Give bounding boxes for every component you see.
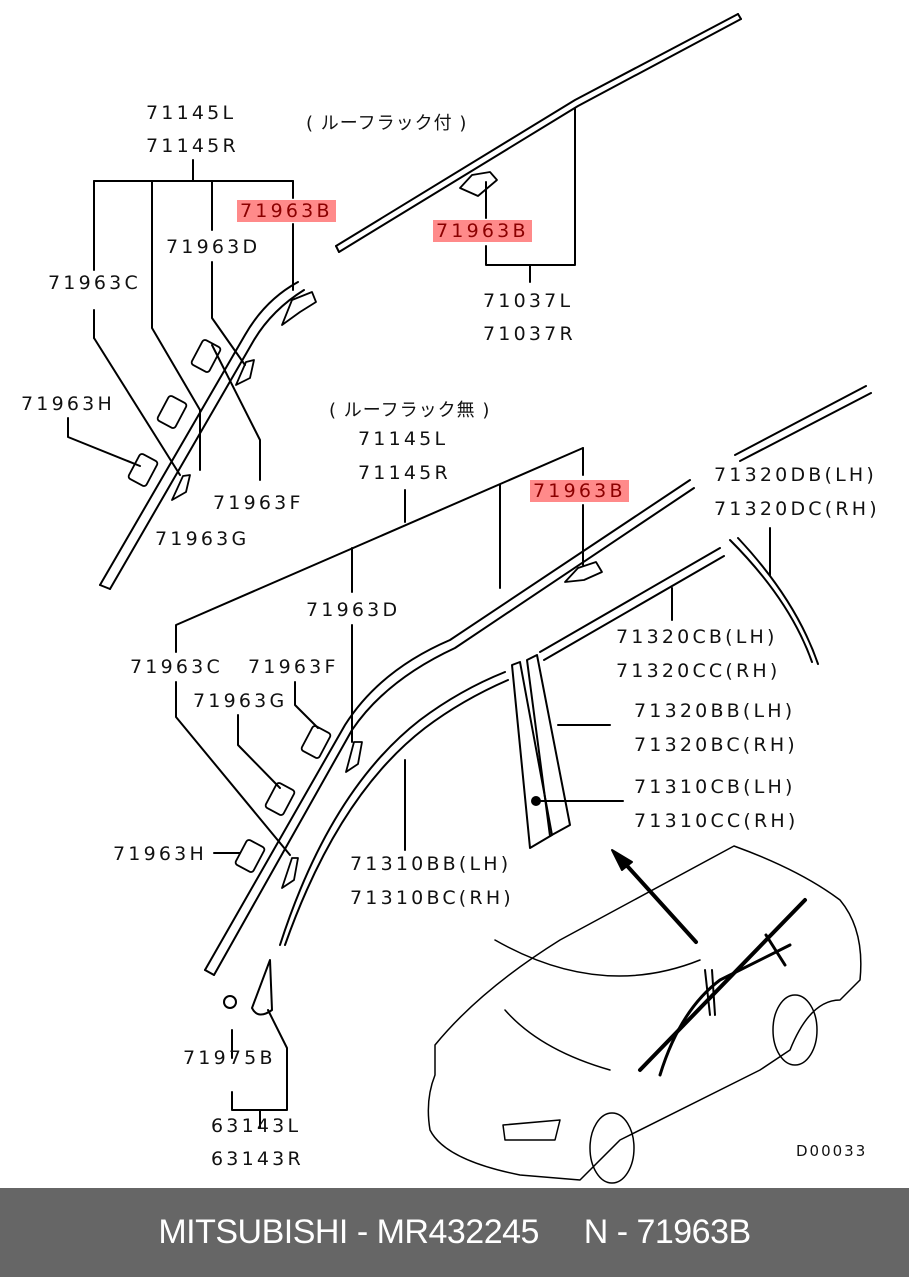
leader-lines-top-left — [67, 159, 294, 481]
label-71963f-top: 71963F — [213, 492, 304, 514]
label-71310bc: 71310BC(RH) — [350, 887, 514, 909]
label-71963b-highlight-2[interactable]: 71963B — [433, 220, 532, 242]
note-with-roof-rack: ( ルーフラック付 ) — [306, 113, 468, 134]
roof-molding-middle — [204, 385, 872, 976]
leader-lines-rack — [485, 107, 576, 283]
label-71037l: 71037L — [483, 290, 574, 312]
footer-bar: MITSUBISHI - MR432245 N - 71963B — [0, 1188, 909, 1277]
b-pillar-strips — [511, 654, 571, 849]
label-71963h-mid: 71963H — [113, 843, 207, 865]
footer-brand: MITSUBISHI — [158, 1213, 348, 1251]
car-outline — [427, 845, 862, 1184]
label-71145r-mid: 71145R — [358, 462, 451, 484]
label-71320cb: 71320CB(LH) — [616, 626, 778, 648]
label-71145l-mid: 71145L — [358, 428, 449, 450]
label-71963c-top: 71963C — [48, 272, 141, 294]
label-71320bb: 71320BB(LH) — [634, 700, 796, 722]
footer-separator: - — [347, 1213, 377, 1251]
footer-part-number: MR432245 — [376, 1213, 540, 1251]
note-without-roof-rack: ( ルーフラック無 ) — [329, 400, 491, 421]
label-63143r: 63143R — [211, 1148, 304, 1170]
label-71963b-highlight-1[interactable]: 71963B — [237, 200, 336, 222]
diagram-drawing — [67, 13, 872, 1184]
label-63143l: 63143L — [211, 1115, 302, 1137]
location-arrow — [611, 849, 698, 944]
door-frame-molding — [279, 537, 819, 946]
clips-middle — [234, 561, 603, 889]
label-71963f-mid: 71963F — [248, 656, 339, 678]
label-71963d-mid: 71963D — [306, 599, 401, 621]
parts-diagram: 71145L 71145R ( ルーフラック付 ) 71963B 71963B … — [21, 13, 880, 1184]
label-71320cc: 71320CC(RH) — [616, 660, 781, 682]
diagram-code: D00033 — [796, 1142, 868, 1160]
label-71320bc: 71320BC(RH) — [634, 734, 798, 756]
label-71145l-top: 71145L — [146, 102, 237, 124]
label-71320dc: 71320DC(RH) — [714, 498, 880, 520]
label-71975b: 71975B — [183, 1047, 276, 1069]
label-71963b-highlight-3[interactable]: 71963B — [530, 480, 629, 502]
clips-top-left — [127, 291, 317, 501]
label-71320db: 71320DB(LH) — [714, 464, 878, 486]
label-71963d-top: 71963D — [166, 236, 261, 258]
label-71963g-mid: 71963G — [193, 690, 288, 712]
label-71037r: 71037R — [483, 323, 576, 345]
label-71310cb: 71310CB(LH) — [634, 776, 796, 798]
label-71963c-mid: 71963C — [130, 656, 223, 678]
a-pillar-molding-top — [99, 281, 305, 590]
cowl-trim — [223, 959, 273, 1016]
label-71310bb: 71310BB(LH) — [350, 853, 512, 875]
label-71963g-top: 71963G — [155, 528, 250, 550]
label-71145r-top: 71145R — [146, 135, 239, 157]
leader-lines-middle — [175, 447, 771, 1129]
label-71310cc: 71310CC(RH) — [634, 810, 799, 832]
label-71963h-top: 71963H — [21, 393, 115, 415]
footer-gap — [539, 1213, 584, 1252]
roof-rack-rail — [335, 13, 742, 253]
footer-reference: N - 71963B — [583, 1213, 752, 1251]
